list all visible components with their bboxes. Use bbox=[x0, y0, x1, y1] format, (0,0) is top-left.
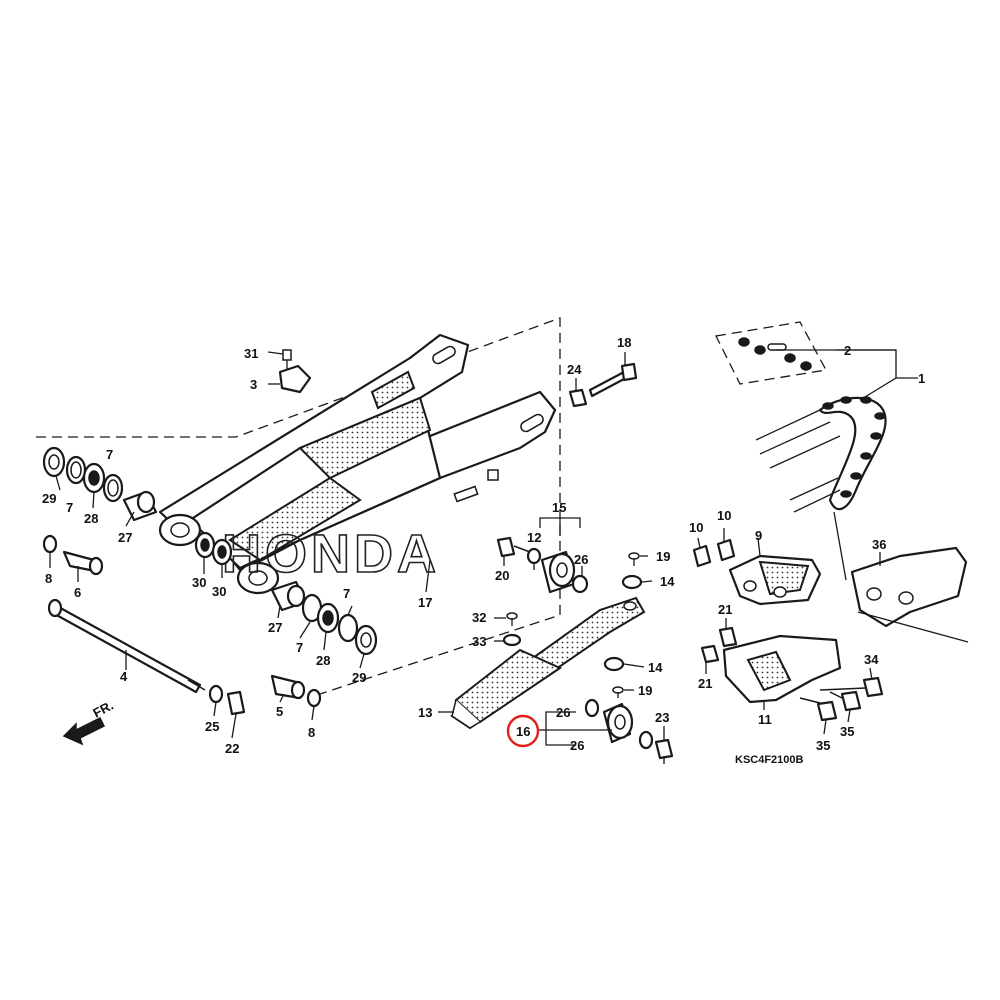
callout-12[interactable]: 12 bbox=[527, 530, 541, 545]
callout-8-right[interactable]: 8 bbox=[308, 725, 315, 740]
callout-10-left[interactable]: 10 bbox=[689, 520, 703, 535]
callout-4[interactable]: 4 bbox=[120, 669, 128, 684]
callout-18[interactable]: 18 bbox=[617, 335, 631, 350]
pivot-hardware-left bbox=[42, 446, 378, 716]
callout-21-upper[interactable]: 21 bbox=[718, 602, 732, 617]
brand-watermark: HONDA bbox=[222, 524, 440, 584]
callout-30-right[interactable]: 30 bbox=[212, 584, 226, 599]
callout-25[interactable]: 25 bbox=[205, 719, 219, 734]
callout-14-upper[interactable]: 14 bbox=[660, 574, 675, 589]
callout-16[interactable]: 16 bbox=[516, 724, 530, 739]
front-direction-arrow: FR. bbox=[62, 698, 116, 746]
callout-33[interactable]: 33 bbox=[472, 634, 486, 649]
slider-hardware bbox=[278, 349, 674, 760]
callout-8-left[interactable]: 8 bbox=[45, 571, 52, 586]
callout-labels: 31 3 18 24 15 12 26 20 19 14 32 33 14 19… bbox=[42, 335, 925, 756]
callout-29-left[interactable]: 29 bbox=[42, 491, 56, 506]
callout-24[interactable]: 24 bbox=[567, 362, 582, 377]
callout-30-left[interactable]: 30 bbox=[192, 575, 206, 590]
callout-22[interactable]: 22 bbox=[225, 741, 239, 756]
callout-36[interactable]: 36 bbox=[872, 537, 886, 552]
callout-21-lower[interactable]: 21 bbox=[698, 676, 712, 691]
callout-32[interactable]: 32 bbox=[472, 610, 486, 625]
callout-13[interactable]: 13 bbox=[418, 705, 432, 720]
callout-11[interactable]: 11 bbox=[758, 712, 772, 727]
callout-31[interactable]: 31 bbox=[244, 346, 258, 361]
callout-3[interactable]: 3 bbox=[250, 377, 257, 392]
callout-14-lower[interactable]: 14 bbox=[648, 660, 663, 675]
callout-29-right[interactable]: 29 bbox=[352, 670, 366, 685]
callout-26-lower[interactable]: 26 bbox=[570, 738, 584, 753]
callout-7-right-top[interactable]: 7 bbox=[343, 586, 350, 601]
callout-19-upper[interactable]: 19 bbox=[656, 549, 670, 564]
callout-23[interactable]: 23 bbox=[655, 710, 669, 725]
callout-7-top[interactable]: 7 bbox=[106, 447, 113, 462]
callout-5[interactable]: 5 bbox=[276, 704, 283, 719]
chain-slider bbox=[450, 596, 646, 730]
drive-chain bbox=[715, 321, 887, 513]
diagram-code: KSC4F2100B bbox=[735, 754, 804, 766]
callout-27-left[interactable]: 27 bbox=[118, 530, 132, 545]
callout-1[interactable]: 1 bbox=[918, 371, 925, 386]
highlight-circle bbox=[506, 714, 540, 748]
callout-15[interactable]: 15 bbox=[552, 500, 566, 515]
callout-34[interactable]: 34 bbox=[864, 652, 879, 667]
swingarm-part bbox=[36, 317, 561, 695]
callout-7-right[interactable]: 7 bbox=[296, 640, 303, 655]
callout-19-lower[interactable]: 19 bbox=[638, 683, 652, 698]
leader-lines bbox=[49, 349, 918, 764]
callout-28-right[interactable]: 28 bbox=[316, 653, 330, 668]
callout-2[interactable]: 2 bbox=[844, 343, 851, 358]
callout-10-right[interactable]: 10 bbox=[717, 508, 731, 523]
callout-27-right[interactable]: 27 bbox=[268, 620, 282, 635]
callout-6[interactable]: 6 bbox=[74, 585, 81, 600]
callout-7-left[interactable]: 7 bbox=[66, 500, 73, 515]
callout-26-mid[interactable]: 26 bbox=[556, 705, 570, 720]
callout-28-left[interactable]: 28 bbox=[84, 511, 98, 526]
callout-35-left[interactable]: 35 bbox=[816, 738, 830, 753]
chain-guide-parts bbox=[692, 511, 969, 722]
front-arrow-label: FR. bbox=[90, 698, 116, 721]
callout-20[interactable]: 20 bbox=[495, 568, 509, 583]
callout-17[interactable]: 17 bbox=[418, 595, 432, 610]
callout-26-upper[interactable]: 26 bbox=[574, 552, 588, 567]
callout-9[interactable]: 9 bbox=[755, 528, 762, 543]
callout-35-right[interactable]: 35 bbox=[840, 724, 854, 739]
